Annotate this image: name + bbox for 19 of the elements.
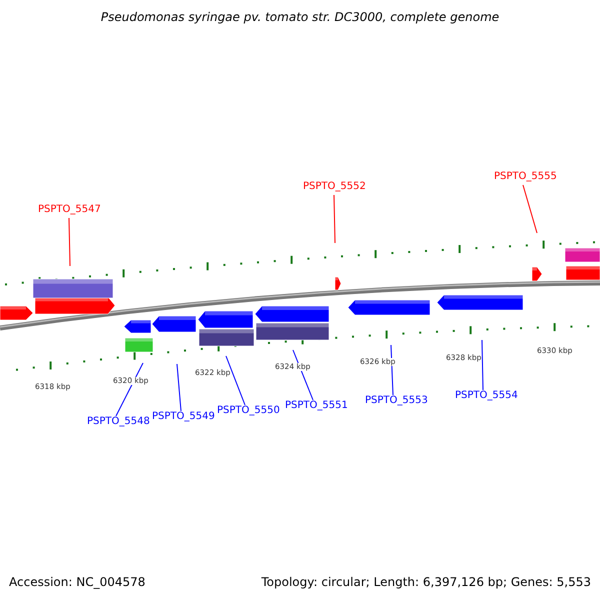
leader-line	[226, 356, 246, 406]
footer-text: Accession: NC_004578	[9, 576, 146, 588]
gene-label: PSPTO_5553	[365, 396, 428, 406]
leader-line	[482, 340, 484, 390]
leader-line	[522, 184, 538, 234]
gene-label: PSPTO_5547	[38, 205, 101, 215]
leader-line	[116, 362, 144, 416]
gene-label: PSPTO_5551	[285, 401, 348, 411]
gene-label: PSPTO_5555	[494, 172, 557, 182]
gene-label: PSPTO_5549	[152, 412, 215, 422]
gene-label: PSPTO_5552	[303, 182, 366, 192]
gene-label: PSPTO_5554	[455, 391, 518, 401]
leader-line	[176, 364, 182, 412]
footer-text: Topology: circular; Length: 6,397,126 bp; Genes: 5,553	[261, 576, 591, 588]
leader-line	[68, 218, 70, 266]
leader-line	[334, 194, 336, 244]
gene-label: PSPTO_5548	[87, 417, 150, 427]
gene-label: PSPTO_5550	[217, 406, 280, 416]
title: Pseudomonas syringae pv. tomato str. DC3000, complete genome	[100, 11, 500, 23]
